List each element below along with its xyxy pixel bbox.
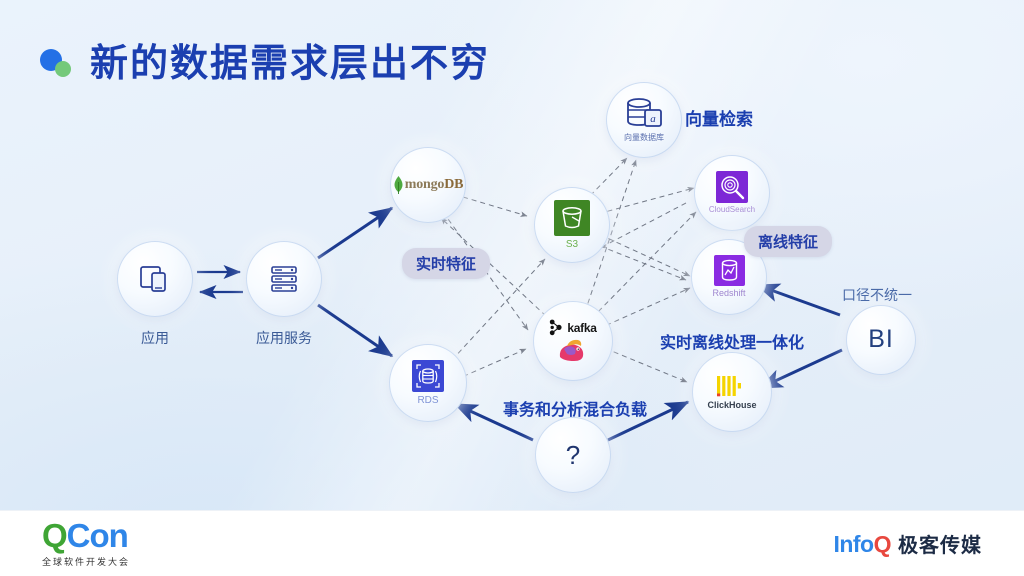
node-clickhouse[interactable]: ClickHouse <box>692 352 772 432</box>
svg-text:a: a <box>650 113 656 125</box>
node-vector-db[interactable]: a 向量数据库 <box>606 82 682 158</box>
kafka-logo: kafka <box>549 319 597 336</box>
vector-database-icon: a <box>624 97 664 131</box>
infoq-wordmark: InfoQ <box>833 531 891 558</box>
cloudsearch-icon <box>716 171 748 204</box>
slide-footer: QCon 全球软件开发大会 InfoQ 极客传媒 <box>0 510 1024 576</box>
node-bi-caption: BI <box>868 325 894 354</box>
aws-s3-bucket-icon <box>554 200 590 236</box>
node-kafka[interactable]: kafka <box>533 301 613 381</box>
node-unknown[interactable]: ? <box>535 417 611 493</box>
infoq-chinese-name: 极客传媒 <box>898 535 982 557</box>
node-cloudsearch-caption: CloudSearch <box>708 205 756 215</box>
node-bi[interactable]: BI <box>846 305 916 375</box>
node-vector-db-caption: 向量数据库 <box>624 133 664 143</box>
qcon-logo: QCon 全球软件开发大会 <box>42 519 130 568</box>
annotation-vector-search: 向量检索 <box>685 110 753 129</box>
node-redshift-caption: Redshift <box>712 288 746 299</box>
slide-header: 新的数据需求层出不穷 <box>40 36 490 92</box>
annotation-realtime-feature: 实时特征 <box>402 248 491 279</box>
devices-icon <box>138 264 172 294</box>
server-rack-icon <box>268 263 300 295</box>
green-dot-icon <box>55 61 71 77</box>
page-title: 新的数据需求层出不穷 <box>90 43 491 85</box>
node-app-service[interactable] <box>246 241 322 317</box>
qcon-q-letter: Q <box>42 517 68 554</box>
two-dots-icon <box>40 47 80 81</box>
architecture-diagram: 应用 应用服务 <box>117 82 916 493</box>
node-rds[interactable]: RDS <box>389 344 467 422</box>
annotation-unified-processing: 实时离线处理一体化 <box>660 335 805 352</box>
redshift-icon <box>713 255 745 287</box>
node-app[interactable] <box>117 241 193 317</box>
node-app-label: 应用 <box>141 330 169 346</box>
annotation-metric-mismatch: 口径不统一 <box>842 287 912 303</box>
infoq-info-letters: Info <box>833 531 874 557</box>
diagram-edges <box>197 157 843 442</box>
node-mongodb[interactable]: mongoDB <box>390 147 466 223</box>
qcon-con-letters: Con <box>66 517 129 554</box>
annotation-htap-workload: 事务和分析混合负载 <box>503 402 648 419</box>
infoq-q-letter: Q <box>873 531 892 557</box>
qcon-wordmark: QCon <box>42 517 129 554</box>
aws-rds-icon <box>412 360 444 392</box>
clickhouse-icon <box>716 374 748 398</box>
node-rds-caption: RDS <box>417 395 439 406</box>
infoq-logo: InfoQ 极客传媒 <box>833 529 982 558</box>
annotation-offline-feature: 离线特征 <box>744 226 833 257</box>
node-s3[interactable]: S3 <box>534 187 610 263</box>
flink-squirrel-icon <box>556 337 590 363</box>
node-cloudsearch[interactable]: CloudSearch <box>694 155 770 231</box>
node-clickhouse-caption: ClickHouse <box>707 399 757 410</box>
question-mark-icon: ? <box>565 439 581 470</box>
mongodb-logo: mongoDB <box>393 176 463 194</box>
node-s3-caption: S3 <box>565 239 579 250</box>
qcon-subtitle: 全球软件开发大会 <box>42 557 131 567</box>
node-app-service-label: 应用服务 <box>256 330 312 346</box>
